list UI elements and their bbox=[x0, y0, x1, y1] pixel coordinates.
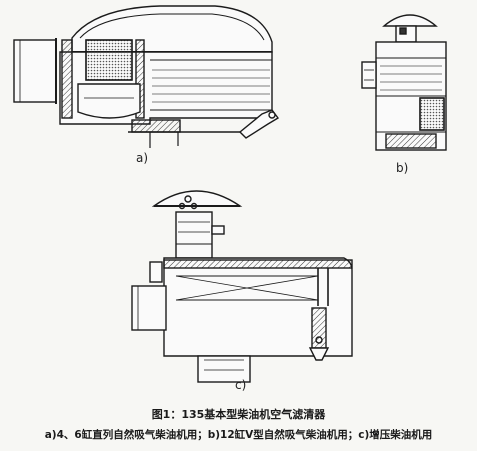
drawing-a-inline-engine-filter bbox=[13, 5, 280, 148]
label-drawing-a: a) bbox=[136, 151, 149, 165]
drawing-b-v-engine-filter bbox=[361, 14, 447, 151]
figure-caption-title: 图1：135基本型柴油机空气滤清器 bbox=[151, 408, 326, 421]
label-drawing-c: c) bbox=[235, 378, 247, 392]
drawing-c-turbo-engine-filter bbox=[131, 190, 353, 383]
figure-caption-detail: a)4、6缸直列自然吸气柴油机用；b)12缸V型自然吸气柴油机用；c)增压柴油机… bbox=[44, 429, 433, 441]
label-drawing-b: b) bbox=[396, 161, 409, 175]
